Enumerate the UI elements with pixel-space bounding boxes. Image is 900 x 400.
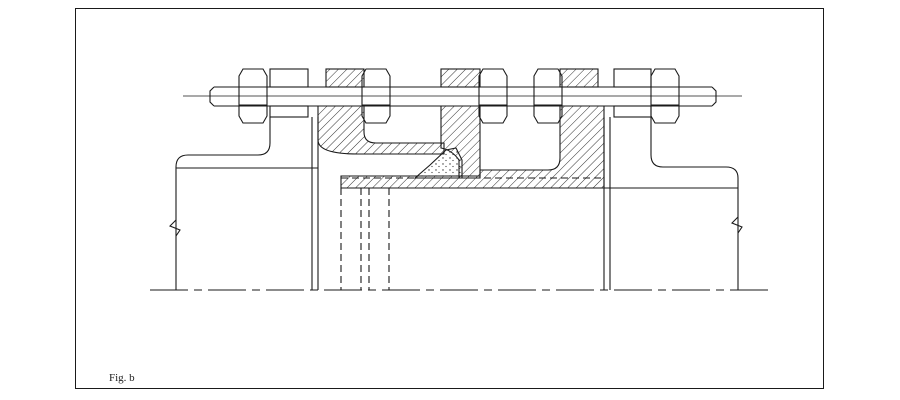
- left-flange-body: [175, 117, 271, 290]
- washer: [613, 68, 652, 88]
- figure-caption: Fig. b: [109, 372, 135, 384]
- lug-ring-right-top: [559, 68, 599, 88]
- washer: [613, 105, 652, 118]
- washer: [269, 105, 309, 118]
- lug-ring-center-top: [440, 68, 481, 88]
- tie-rod-left-end: [209, 86, 215, 107]
- hidden-pipe-lines: [340, 177, 604, 290]
- lug-ring-left-top: [325, 68, 365, 88]
- tie-rod-right-end: [711, 86, 717, 107]
- left-gland-ring: [317, 105, 445, 155]
- right-flange-body: [650, 117, 739, 290]
- washer: [269, 68, 309, 88]
- hex-nut: [478, 68, 508, 124]
- sleeve: [340, 105, 605, 189]
- hex-nut: [238, 68, 268, 124]
- hex-nut: [533, 68, 563, 124]
- hex-nut: [361, 68, 391, 124]
- left-break-line: [169, 219, 181, 237]
- right-break-line: [731, 216, 743, 234]
- hex-nut: [650, 68, 680, 124]
